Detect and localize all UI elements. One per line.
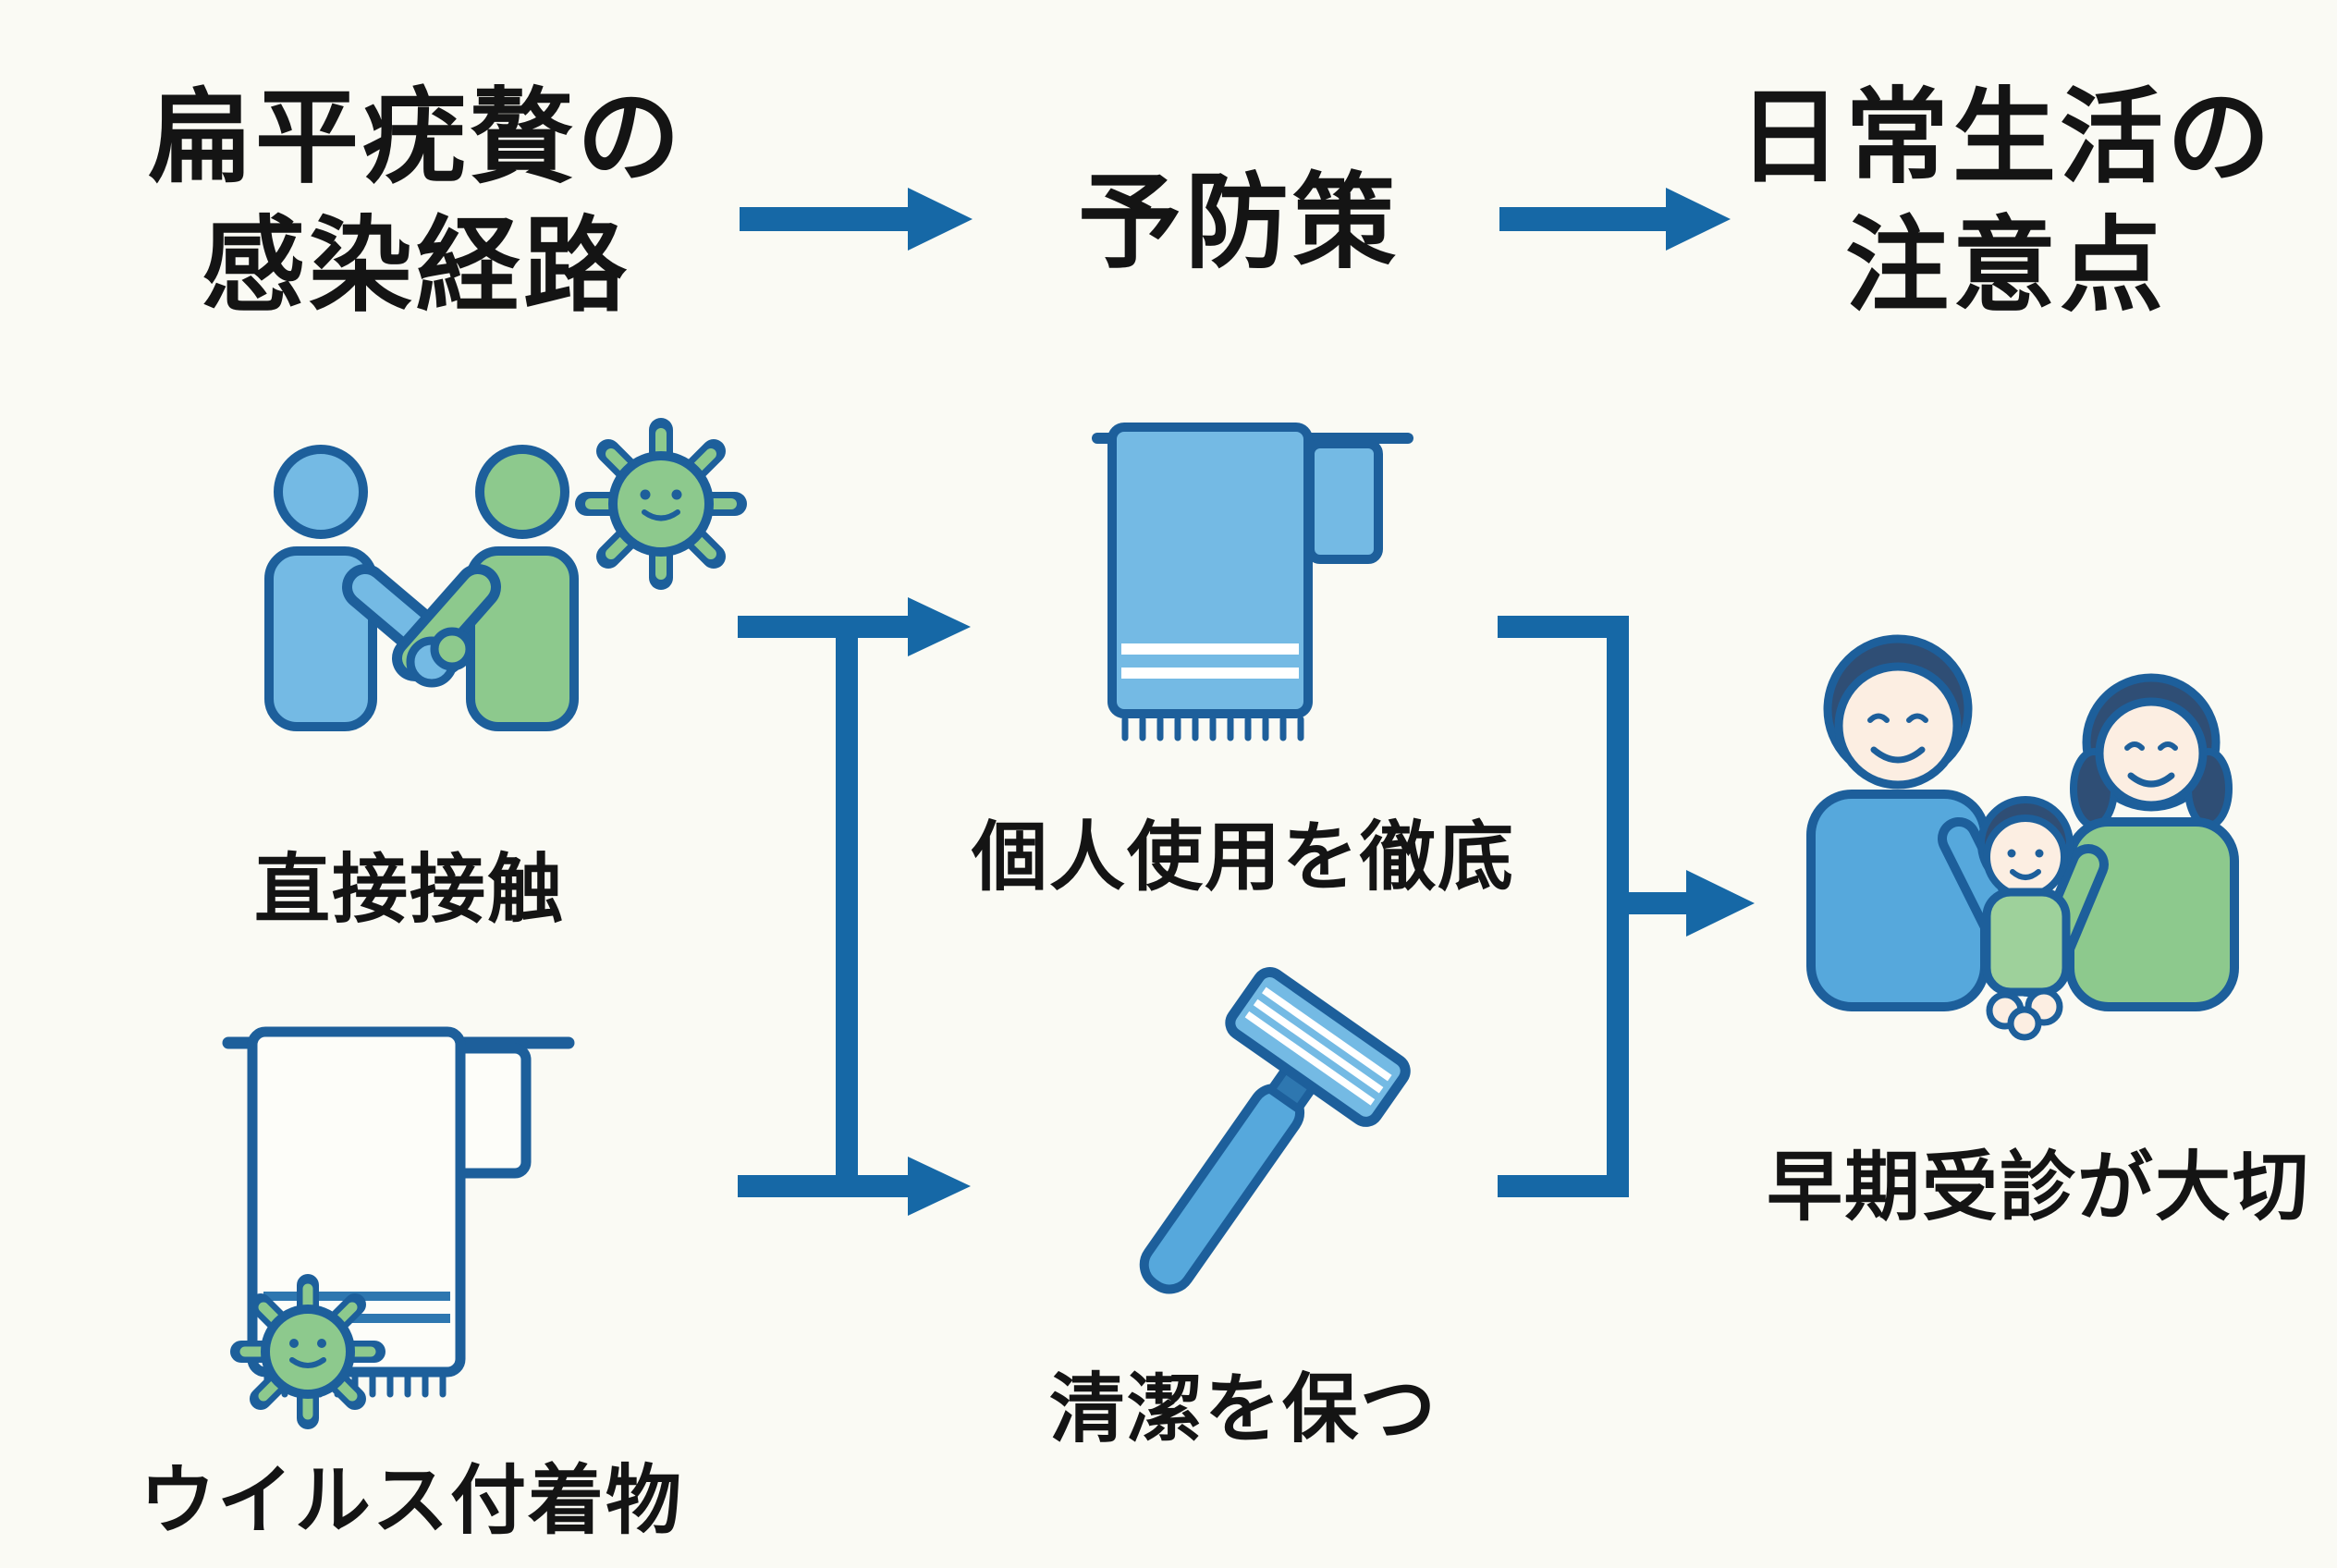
virus-icon — [230, 1274, 385, 1429]
label-direct-contact: 直接接触 — [253, 846, 566, 934]
header-prevention-label: 予防策 — [1078, 163, 1400, 283]
razor-icon — [1139, 967, 1411, 1294]
header-daily-life-line2: 注意点 — [1845, 205, 2167, 326]
family-icon — [1806, 634, 2239, 1041]
header-infection-route: 扁平疣贅の 感染経路 — [74, 74, 758, 331]
person-blue — [264, 445, 466, 731]
header-daily-life-line1: 日常生活の — [1738, 78, 2274, 198]
people-handshake-with-virus-icon — [264, 418, 747, 731]
header-prevention: 予防策 — [1035, 159, 1442, 288]
child-figure — [1977, 796, 2074, 997]
header-daily-life: 日常生活の 注意点 — [1692, 74, 2320, 331]
header-infection-route-line2: 感染経路 — [202, 205, 630, 326]
connector-routes-to-preventions — [738, 597, 971, 1216]
joined-hands — [1986, 987, 2063, 1041]
label-keep-clean: 清潔を保つ — [1048, 1366, 1438, 1453]
label-personal-use: 個人使用を徹底 — [971, 814, 1516, 901]
towel-with-virus-icon — [222, 1026, 575, 1429]
person-green — [392, 445, 579, 731]
label-early-visit: 早期受診が大切 — [1766, 1144, 2311, 1231]
connector-preventions-to-daily-life — [1498, 616, 1755, 1197]
blue-towel-icon — [1092, 423, 1413, 741]
virus-icon — [575, 418, 747, 590]
mother-figure — [2065, 673, 2239, 1011]
arrow-right-icon-header-1 — [740, 188, 973, 251]
label-contaminated-items: ウイルス付着物 — [139, 1457, 684, 1545]
header-infection-route-line1: 扁平疣贅の — [148, 78, 684, 198]
